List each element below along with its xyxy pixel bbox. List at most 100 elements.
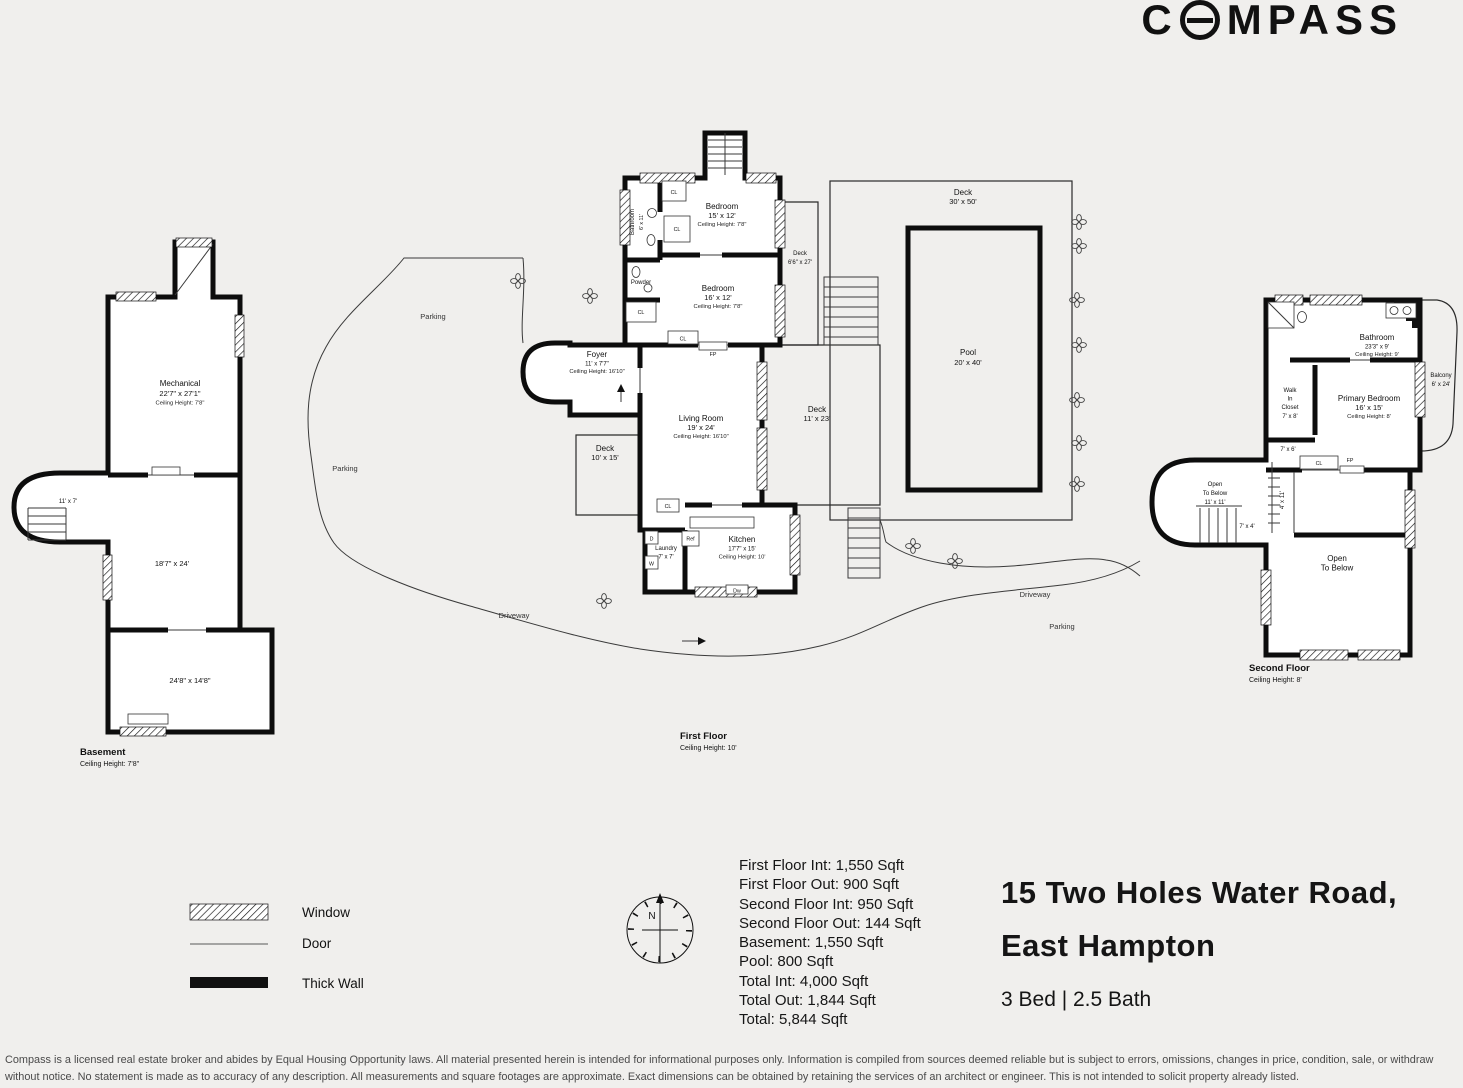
room-label: Kitchen [729,535,756,544]
stat-line: Total: 5,844 Sqft [739,1011,848,1029]
fireplace-label: FP [710,352,717,358]
closet-label: CL [1316,461,1323,467]
closet-label: CL [674,227,681,233]
floor-ceiling: Ceiling Height: 7'8" [80,761,140,768]
room-dims: 7' x 4' [1239,524,1254,530]
stat-line: Total Int: 4,000 Sqft [739,972,869,990]
window-symbol [189,903,269,921]
room-dims: 22'7" x 27'1" [159,389,200,398]
address-line-2: East Hampton [1001,928,1216,963]
room-label: Open [1208,482,1223,488]
washer-label: W [649,562,654,568]
stat-line: First Floor Int: 1,550 Sqft [739,857,905,874]
parking-label: Parking [332,464,357,473]
compass-rose-icon: N [626,893,694,964]
address-line-1: 15 Two Holes Water Road, [1001,875,1398,910]
room-dims: 6'6" x 27' [788,260,812,266]
fireplace-label: FP [1347,458,1354,464]
room-label: Living Room [679,414,724,423]
room-label: To Below [1321,564,1354,573]
room-dims: 4' x 11' [1280,491,1286,509]
room-label: To Below [1203,491,1228,497]
room-dims: 20' x 40' [954,358,982,367]
floor-ceiling: Ceiling Height: 10' [680,745,737,752]
room-dims: 10' x 15' [591,453,619,462]
room-dims: 17'7" x 15' [728,547,755,553]
room-dims: 30' x 50' [949,197,977,206]
room-label: Laundry [655,546,677,552]
room-label: Walk [1283,388,1297,394]
closet-label: CL [671,190,678,196]
legend-thick-wall-label: Thick Wall [302,976,364,991]
room-dims: 11' x 7'7" [585,362,609,368]
room-dims: 11' x 7' [59,499,77,505]
room-label: Closet [1281,405,1298,411]
north-label: N [648,911,655,922]
legal-disclaimer: Compass is a licensed real estate broker… [5,1054,1434,1083]
legend: Window Door Thick Wall [189,903,364,991]
room-label: Deck [596,444,615,453]
pool-outline [905,225,1043,493]
room-dims: 15' x 12' [708,211,736,220]
room-dims: 24'8" x 14'8" [169,676,210,685]
stat-line: Second Floor Int: 950 Sqft [739,895,914,913]
room-ceiling: Ceiling Height: 16'10" [569,369,624,375]
room-label: Mechanical [160,379,201,388]
stat-line: Second Floor Out: 144 Sqft [739,914,921,932]
legend-window-label: Window [302,905,350,920]
balcony-outline [1420,299,1458,452]
floor-title: Second Floor [1249,663,1310,674]
parking-label: Parking [1049,622,1074,631]
listing-info: 15 Two Holes Water Road, East Hampton 3 … [1001,866,1397,1012]
room-dims: 7' x 8' [1282,414,1297,420]
driveway-label: Driveway [1020,590,1051,599]
room-dims: 18'7" x 24' [155,559,190,568]
stat-line: First Floor Out: 900 Sqft [739,876,900,894]
room-ceiling: Ceiling Height: 8' [1347,414,1391,420]
refrigerator-label: Ref [686,537,695,543]
logo-letters-rest: MPASS [1226,0,1403,43]
room-label: In [1287,397,1292,403]
room-label: Deck [793,251,808,257]
room-dims: 16' x 15' [1355,403,1383,412]
legend-door-label: Door [302,936,332,951]
basement-plan: Mechanical 22'7" x 27'1" Ceiling Height:… [11,237,275,768]
parking-label: Parking [420,312,445,321]
dishwasher-label: Dw [733,589,741,595]
deck-right-outline [766,344,881,506]
room-ceiling: Ceiling Height: 9' [1355,352,1399,358]
room-label: Bedroom [702,284,735,293]
room-ceiling: Ceiling Height: 10' [719,555,766,561]
first-floor-plan: Bathroom 6' x 11' CL CL Powder CL CL Bed… [307,130,1141,752]
room-dims: 11' x 23' [804,414,831,423]
room-label: Primary Bedroom [1338,394,1401,403]
room-ceiling: Ceiling Height: 7'8" [694,304,743,310]
room-dims: 16' x 12' [704,293,732,302]
compass-logo-o-icon [1179,0,1220,40]
room-label: Deck [954,188,973,197]
stat-line: Basement: 1,550 Sqft [739,934,884,952]
room-label: Bathroom [630,209,636,235]
floor-title: First Floor [680,731,727,742]
room-label: Powder [631,280,651,286]
compass-logo: C MPASS [1141,0,1403,46]
room-label: Bedroom [706,202,739,211]
room-dims: 6' x 24' [1432,382,1451,388]
second-floor-outline [1149,297,1423,658]
room-label: Foyer [587,350,608,359]
room-label: Balcony [1430,373,1451,379]
driveway-boundary [639,560,1141,657]
room-ceiling: Ceiling Height: 16'10" [673,434,728,440]
closet-label: CL [680,337,687,343]
closet-label: CL [638,310,645,316]
driveway-label: Driveway [499,611,530,620]
logo-letter-c: C [1141,0,1178,43]
first-floor-outline [520,130,798,595]
room-label: Open [1327,554,1347,563]
room-ceiling: Ceiling Height: 7'8" [698,222,747,228]
room-label: Bathroom [1360,333,1395,342]
basement-outline [11,239,275,735]
area-stats: First Floor Int: 1,550 Sqft First Floor … [739,856,921,1030]
